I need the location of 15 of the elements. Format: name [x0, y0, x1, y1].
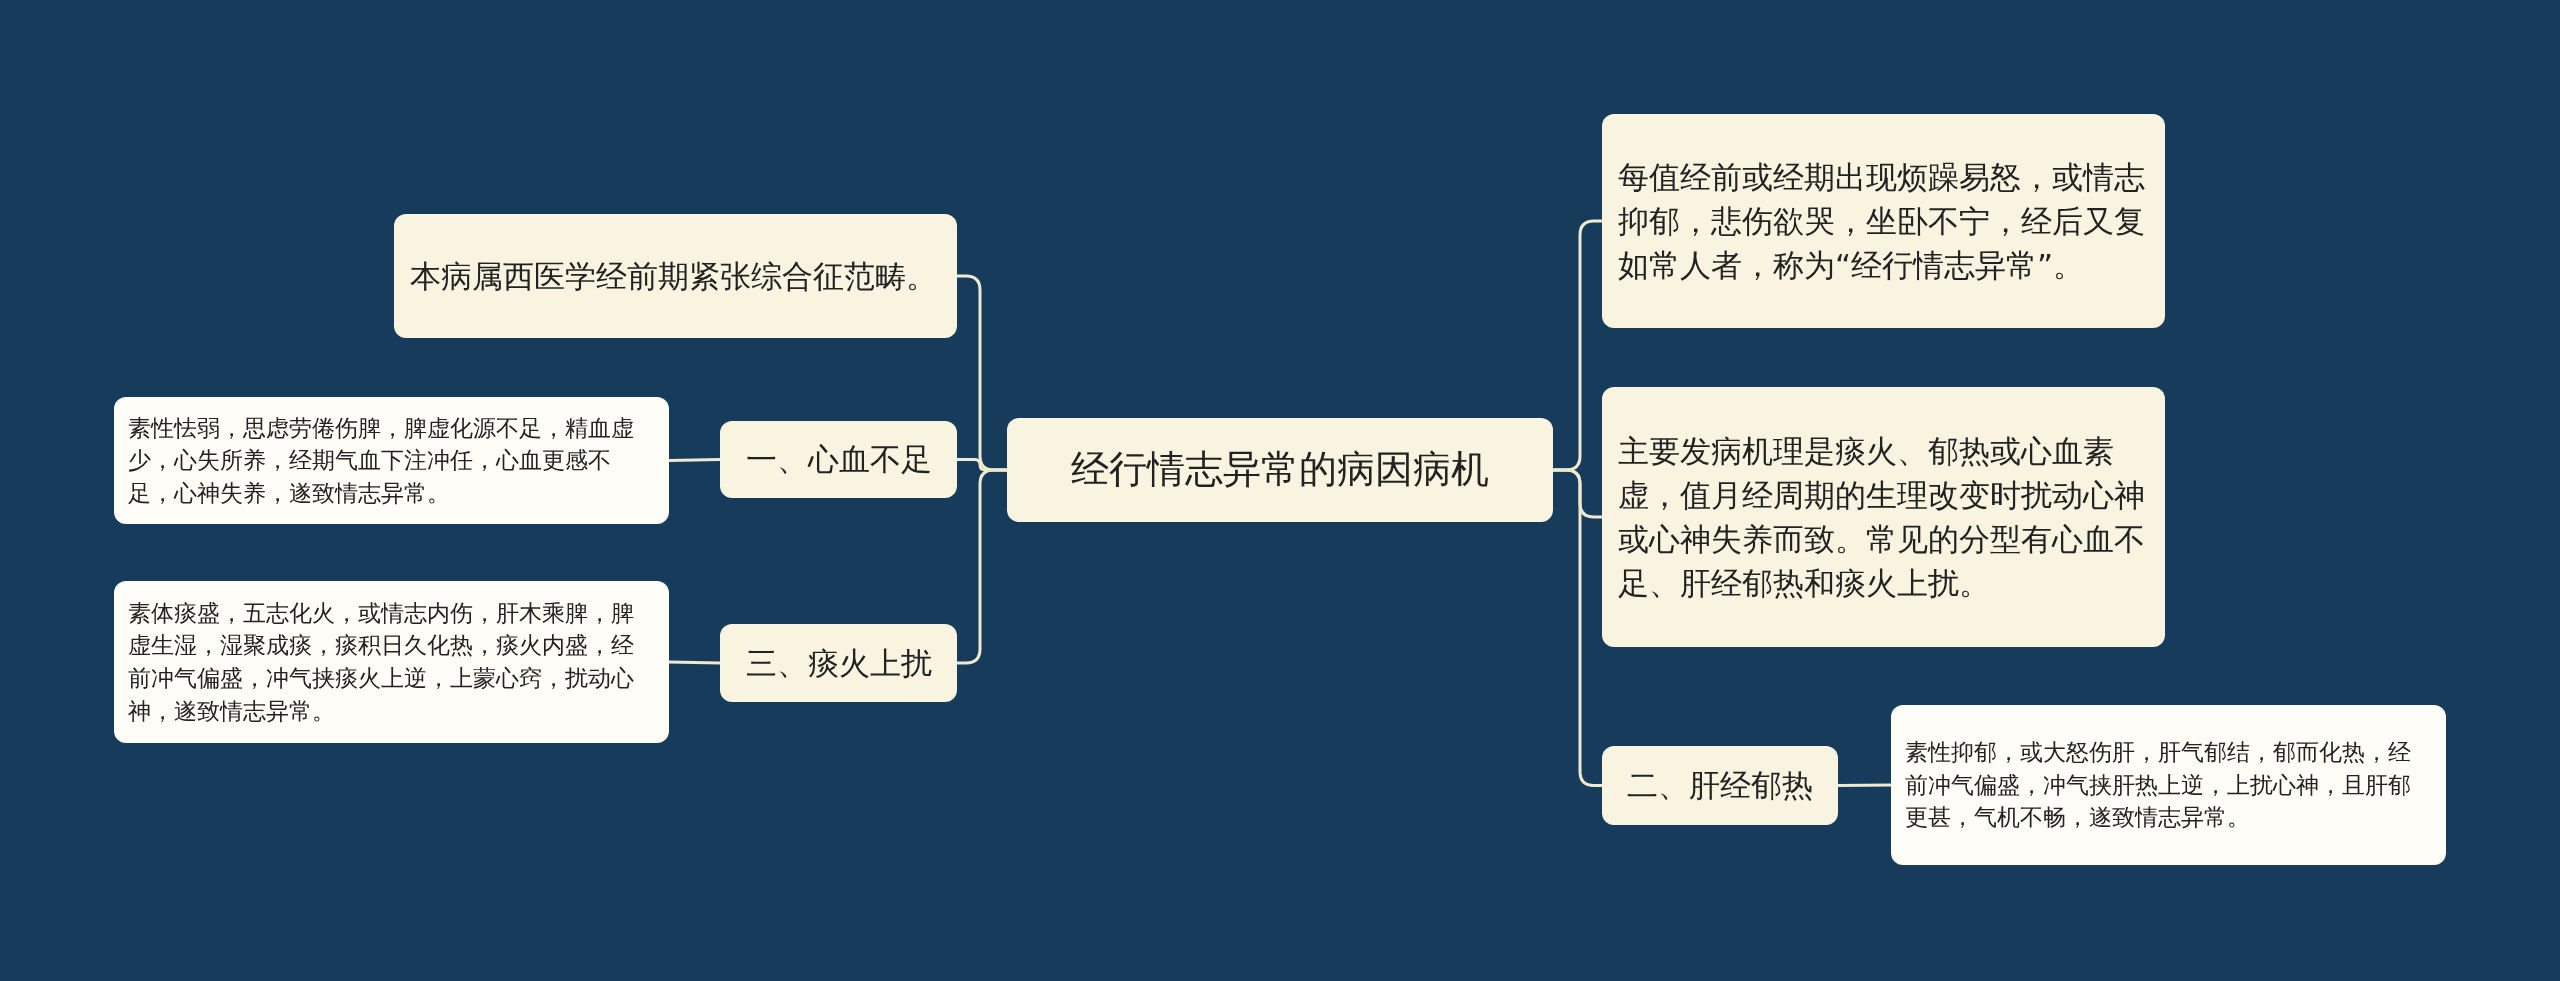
note-box: 素体痰盛，五志化火，或情志内伤，肝木乘脾，脾虚生湿，湿聚成痰，痰积日久化热，痰火内盛，经前冲气偏盛，冲气挟痰火上逆，上蒙心窍，扰动心神，遂致情志异常。 — [114, 581, 669, 743]
connector-line — [668, 458, 721, 462]
topic-box: 每值经前或经期出现烦躁易怒，或情志抑郁，悲伤欲哭，坐卧不宁，经后又复如常人者，称为“经行情志异常”。 — [1602, 114, 2165, 328]
connector-line — [1553, 468, 1602, 787]
connector-line — [957, 468, 1007, 665]
central-topic-box: 经行情志异常的病因病机 — [1007, 418, 1553, 522]
note-box: 素性抑郁，或大怒伤肝，肝气郁结，郁而化热，经前冲气偏盛，冲气挟肝热上逆，上扰心神，且肝郁更甚，气机不畅，遂致情志异常。 — [1891, 705, 2446, 865]
note-box: 素性怯弱，思虑劳倦伤脾，脾虚化源不足，精血虚少，心失所养，经期气血下注冲任，心血更感不足，心神失养，遂致情志异常。 — [114, 397, 669, 524]
topic-box: 三、痰火上扰 — [720, 624, 957, 702]
topic-box: 二、肝经郁热 — [1602, 746, 1838, 825]
topic-box: 一、心血不足 — [720, 421, 957, 498]
connector-line — [1838, 783, 1891, 787]
topic-box: 本病属西医学经前期紧张综合征范畴。 — [394, 214, 957, 338]
topic-box: 主要发病机理是痰火、郁热或心血素虚，值月经周期的生理改变时扰动心神或心神失养而致。常见的分型有心血不足、肝经郁热和痰火上扰。 — [1602, 387, 2165, 647]
connector-line — [668, 660, 721, 665]
